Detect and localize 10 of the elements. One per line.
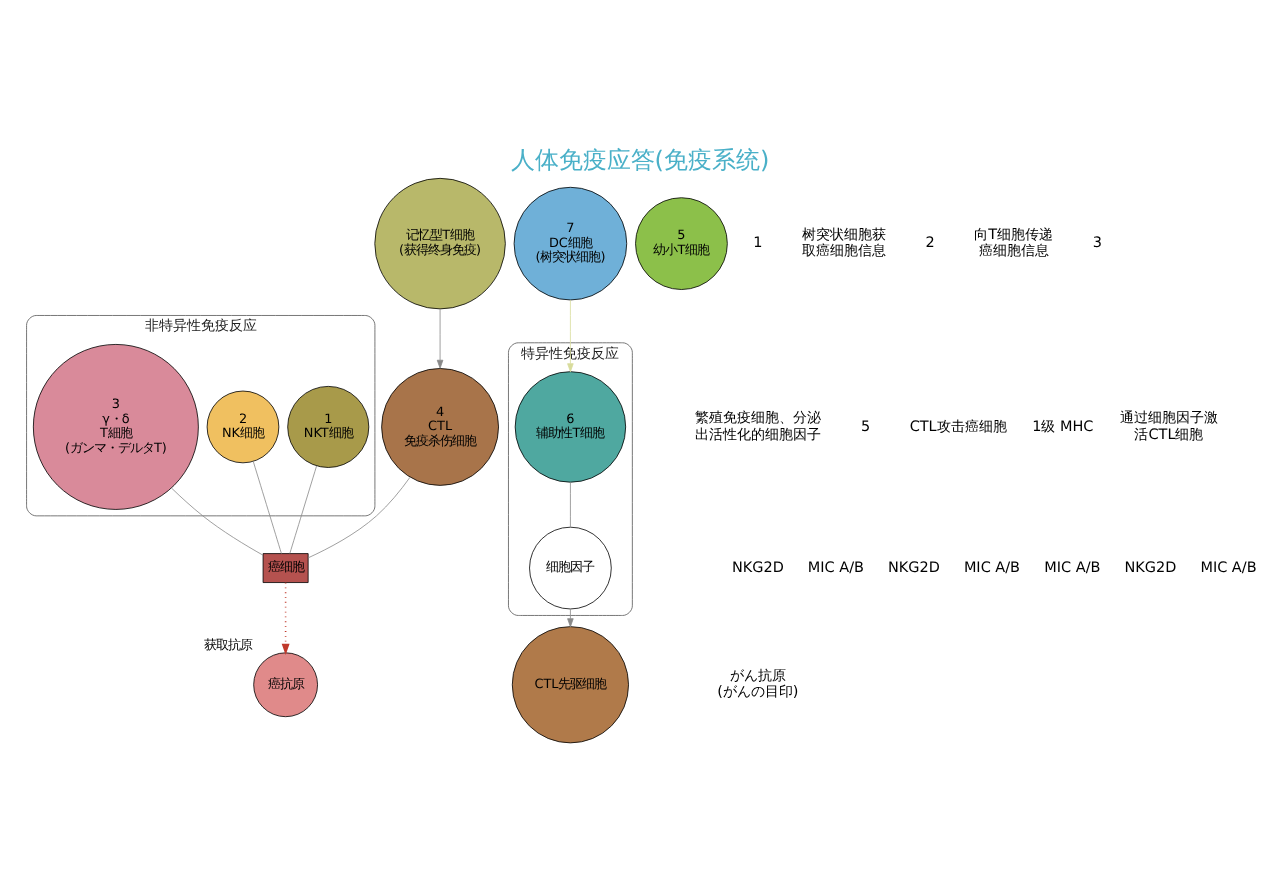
diagram-title: 人体免疫应答(免疫系统) bbox=[510, 144, 770, 173]
arrow bbox=[567, 607, 574, 627]
connector bbox=[307, 475, 411, 558]
connector bbox=[289, 464, 317, 553]
arrow bbox=[281, 580, 290, 655]
arrow bbox=[567, 298, 574, 372]
connector bbox=[570, 481, 571, 527]
connector bbox=[252, 460, 282, 553]
connector bbox=[171, 486, 264, 555]
arrow bbox=[436, 307, 444, 368]
